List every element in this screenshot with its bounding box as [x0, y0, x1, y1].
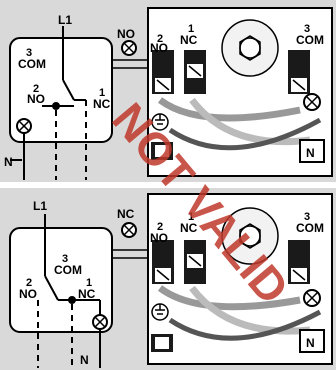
- label-com: COM: [18, 57, 46, 71]
- label-nc-num: 1: [99, 87, 105, 99]
- switch-contact: [62, 79, 75, 101]
- device-label-com: COM: [296, 33, 324, 47]
- junction-dot: [68, 296, 76, 304]
- device-label-n: N: [306, 146, 315, 160]
- n-terminal-box: [299, 139, 325, 163]
- schematic-box: [9, 227, 113, 333]
- label-com-num: 3: [62, 253, 68, 265]
- label-l1: L1: [33, 199, 47, 213]
- device-label-no-outside: NO: [117, 27, 135, 41]
- terminal-no: [152, 50, 174, 94]
- label-com: COM: [54, 263, 82, 277]
- bottom-wiring-diagram: L1 3 COM 2 NO 1 NC N NC 2 NO 1 NC 3 COM: [9, 193, 333, 368]
- terminal-no: [152, 240, 174, 284]
- terminal-com: [288, 240, 310, 284]
- label-nc: NC: [78, 287, 96, 301]
- device-label-com-num: 3: [304, 211, 310, 223]
- label-l1: L1: [58, 13, 72, 27]
- device-label-no-num: 2: [157, 221, 163, 233]
- label-no-num: 2: [26, 277, 32, 289]
- device-label-no: NO: [150, 41, 168, 55]
- device-label-n: N: [306, 336, 315, 350]
- terminal-com: [288, 50, 310, 94]
- switch-contact: [44, 275, 59, 301]
- label-n: N: [80, 353, 89, 367]
- device-label-nc-num: 1: [188, 211, 194, 223]
- device-label-no: NO: [150, 231, 168, 245]
- device-label-nc-num: 1: [188, 23, 194, 35]
- device-label-com-num: 3: [304, 23, 310, 35]
- top-wiring-panel: L1 3 COM 2 NO 1 NC N NO 2: [0, 0, 336, 182]
- label-no-num: 2: [33, 83, 39, 95]
- device-label-com: COM: [296, 221, 324, 235]
- terminal-nc: [184, 240, 206, 284]
- junction-dot: [52, 102, 60, 110]
- label-n: N: [4, 155, 13, 169]
- terminal-nc: [184, 50, 206, 94]
- device-label-nc: NC: [180, 221, 198, 235]
- device-label-nc-outside: NC: [117, 207, 135, 221]
- label-nc: NC: [93, 97, 111, 111]
- label-no: NO: [27, 92, 45, 106]
- label-no: NO: [19, 287, 37, 301]
- label-nc-num: 1: [86, 277, 92, 289]
- top-wiring-diagram: L1 3 COM 2 NO 1 NC N NO 2: [4, 7, 333, 180]
- bottom-wiring-panel: L1 3 COM 2 NO 1 NC N NC 2 NO 1 NC 3 COM: [0, 188, 336, 370]
- device-label-nc: NC: [180, 33, 198, 47]
- label-com-num: 3: [26, 47, 32, 59]
- device-label-no-num: 2: [157, 33, 163, 45]
- n-terminal-box: [299, 329, 325, 353]
